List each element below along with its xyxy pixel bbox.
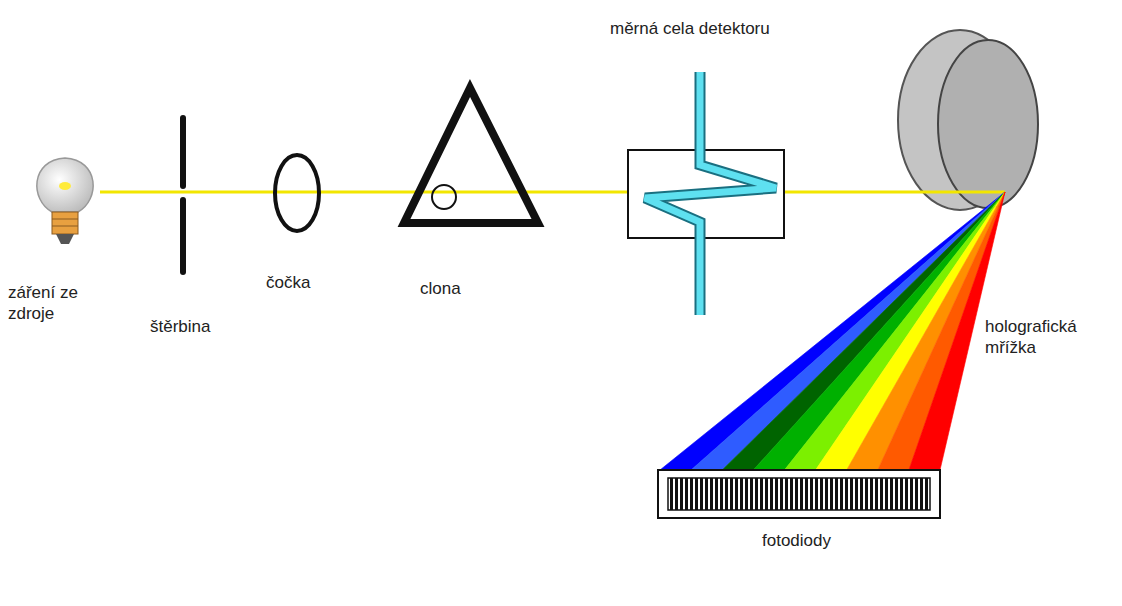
light-bulb (37, 158, 93, 244)
light-beam (100, 191, 1005, 194)
spectrum-band (722, 192, 1005, 470)
lens-label: čočka (266, 272, 356, 293)
spectrum-band (847, 192, 1005, 470)
lens (275, 155, 319, 231)
photodiode-label: fotodiody (762, 530, 882, 551)
spectrum-band (753, 192, 1005, 470)
spectrum-band (660, 192, 1005, 470)
spectrum-band (784, 192, 1005, 470)
cell-label: měrná cela detektoru (610, 18, 840, 39)
aperture-label: clona (420, 278, 510, 299)
aperture (404, 88, 538, 223)
spectrum-fan (660, 192, 1005, 470)
grating-label: holografická mřížka (985, 316, 1113, 359)
spectrum-band (816, 192, 1005, 470)
photodiode-array (658, 470, 940, 518)
spectrum-band (691, 192, 1005, 470)
holographic-grating (898, 30, 1038, 210)
slit (180, 118, 186, 272)
slit-label: štěrbina (150, 316, 260, 337)
source-label: záření ze zdroje (8, 282, 108, 325)
measuring-cell (628, 72, 784, 315)
